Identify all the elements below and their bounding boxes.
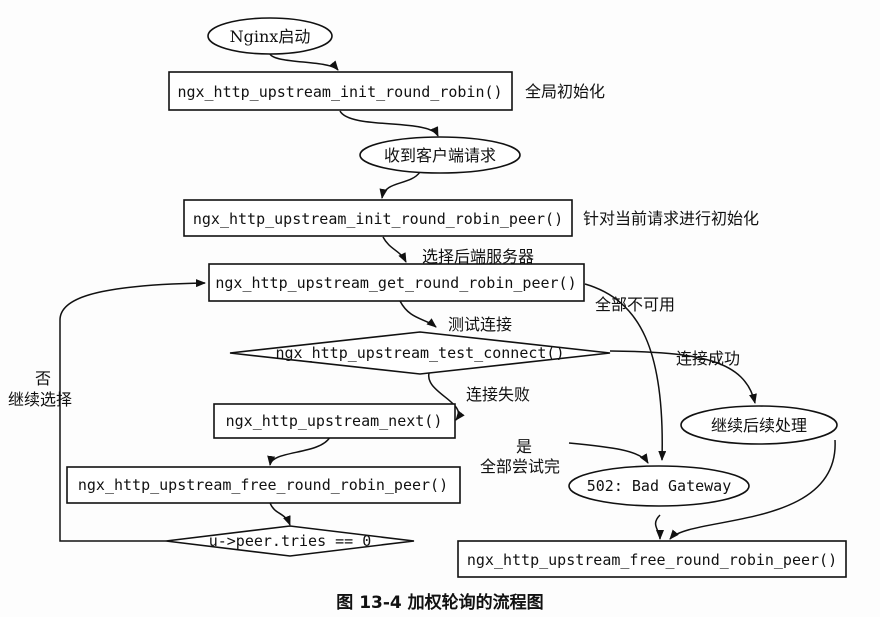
node-tries-check: u->peer.tries == 0 <box>165 525 415 557</box>
node-free-peer-left: ngx_http_upstream_free_round_robin_peer(… <box>66 466 461 504</box>
edge-next-to-freeleft <box>267 436 331 466</box>
edge-freeleft-to-tries <box>269 502 291 526</box>
label-connect-fail: 连接失败 <box>466 385 530 404</box>
node-continue-processing: 继续后续处理 <box>680 405 838 445</box>
edge-tries-no-loop <box>59 279 206 542</box>
edge-test-to-continue <box>609 350 757 404</box>
edge-init-to-recv <box>339 110 439 137</box>
label-all-unavailable: 全部不可用 <box>595 295 675 314</box>
edge-continue-to-freeright <box>669 439 836 540</box>
svg-text:ngx_http_upstream_free_round_r: ngx_http_upstream_free_round_robin_peer(… <box>467 551 837 569</box>
svg-text:ngx_http_upstream_test_connect: ngx_http_upstream_test_connect() <box>276 344 565 362</box>
label-test-connect: 测试连接 <box>448 315 512 334</box>
svg-text:ngx_http_upstream_init_round_r: ngx_http_upstream_init_round_robin_peer(… <box>193 210 563 228</box>
svg-text:ngx_http_upstream_next(): ngx_http_upstream_next() <box>226 412 443 430</box>
edge-tries-yes-to-502 <box>568 442 649 464</box>
edge-recv-to-initpeer <box>379 171 421 199</box>
label-per-request-init: 针对当前请求进行初始化 <box>583 209 759 228</box>
edge-getpeer-to-502 <box>584 283 667 461</box>
edge-initpeer-to-getpeer <box>382 236 407 263</box>
node-init-round-robin: ngx_http_upstream_init_round_robin() <box>168 71 513 111</box>
edge-502-to-freeright <box>654 514 664 540</box>
svg-text:502: Bad Gateway: 502: Bad Gateway <box>587 477 732 495</box>
svg-text:ngx_http_upstream_get_round_ro: ngx_http_upstream_get_round_robin_peer() <box>215 274 576 292</box>
svg-text:ngx_http_upstream_free_round_r: ngx_http_upstream_free_round_robin_peer(… <box>78 476 448 494</box>
edge-test-to-next <box>427 369 465 421</box>
label-global-init: 全局初始化 <box>525 82 605 101</box>
edges <box>59 53 836 542</box>
svg-text:u->peer.tries == 0: u->peer.tries == 0 <box>209 532 372 550</box>
svg-text:ngx_http_upstream_init_round_r: ngx_http_upstream_init_round_robin() <box>177 83 502 101</box>
node-test-connect: ngx_http_upstream_test_connect() <box>229 331 611 375</box>
node-init-peer: ngx_http_upstream_init_round_robin_peer(… <box>183 199 573 237</box>
node-bad-gateway: 502: Bad Gateway <box>568 465 750 507</box>
label-connect-ok: 连接成功 <box>676 349 740 368</box>
svg-text:继续后续处理: 继续后续处理 <box>711 416 807 435</box>
edge-getpeer-to-test <box>399 300 437 328</box>
node-upstream-next: ngx_http_upstream_next() <box>213 403 456 439</box>
label-all-tried: 全部尝试完 <box>480 457 560 476</box>
node-receive-request: 收到客户端请求 <box>359 136 521 174</box>
node-start: Nginx启动 <box>207 17 333 55</box>
edge-start-to-init <box>269 53 339 71</box>
label-yes: 是 <box>516 437 532 456</box>
svg-text:Nginx启动: Nginx启动 <box>230 27 311 46</box>
label-continue-select: 继续选择 <box>8 390 72 409</box>
label-no: 否 <box>35 369 51 388</box>
node-get-peer: ngx_http_upstream_get_round_robin_peer() <box>208 263 585 302</box>
label-select-backend: 选择后端服务器 <box>422 247 534 266</box>
node-free-peer-right: ngx_http_upstream_free_round_robin_peer(… <box>457 540 847 578</box>
figure-caption: 图 13-4 加权轮询的流程图 <box>336 592 543 613</box>
svg-text:收到客户端请求: 收到客户端请求 <box>384 146 496 165</box>
annotations: 全局初始化 针对当前请求进行初始化 选择后端服务器 全部不可用 测试连接 连接成… <box>8 82 759 476</box>
